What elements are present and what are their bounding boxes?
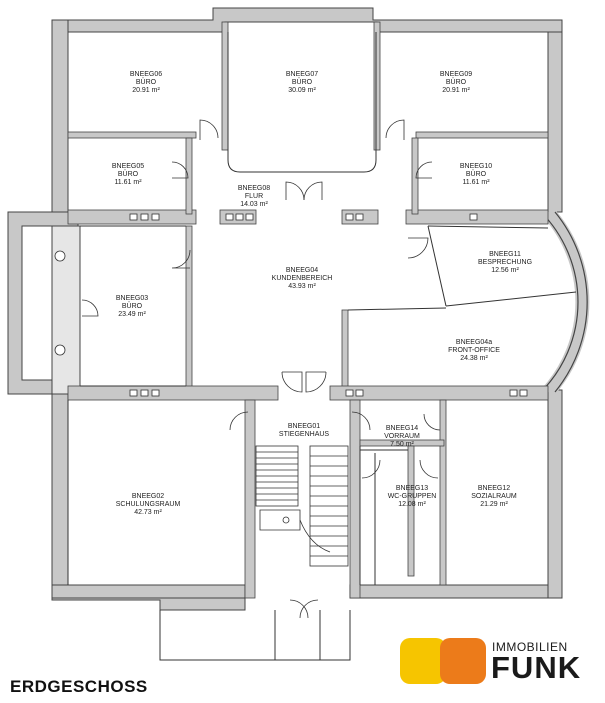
room-id: BNEEG01 [288, 423, 320, 430]
room-id: BNEEG02 [132, 493, 164, 500]
room-id: BNEEG07 [286, 71, 318, 78]
room-area: 11.61 m² [114, 179, 142, 186]
room-lines [67, 32, 577, 661]
room-area: 12.08 m² [398, 501, 426, 508]
radiator-markers [54, 213, 528, 397]
logo-orange-square [440, 638, 486, 684]
room-name: SCHULUNGSRAUM [116, 501, 181, 508]
room-id: BNEEG06 [130, 71, 162, 78]
room-id: BNEEG04a [456, 339, 492, 346]
room-area: 42.73 m² [134, 509, 162, 516]
room-area: 30.09 m² [288, 87, 316, 94]
room-area: 43.93 m² [288, 283, 316, 290]
room-name: BÜRO [136, 78, 157, 86]
room-id: BNEEG12 [478, 485, 510, 492]
room-id: BNEEG03 [116, 295, 148, 302]
room-id: BNEEG09 [440, 71, 472, 78]
plan-title: ERDGESCHOSS [10, 677, 148, 696]
room-name: BÜRO [292, 78, 313, 86]
room-name: FRONT-OFFICE [448, 347, 500, 354]
staircase [255, 445, 349, 567]
room-area: 24.38 m² [460, 355, 488, 362]
room-area: 21.29 m² [480, 501, 508, 508]
room-area: 7.50 m² [390, 441, 414, 448]
room-id: BNEEG11 [489, 251, 521, 258]
logo-yellow-square [400, 638, 446, 684]
room-area: 12.56 m² [491, 267, 519, 274]
room-name: SOZIALRAUM [471, 493, 517, 500]
immobilien-funk-logo: IMMOBILIEN FUNK [400, 636, 596, 692]
logo-line1: IMMOBILIEN [492, 640, 568, 654]
room-area: 14.03 m² [240, 201, 268, 208]
room-area: 23.49 m² [118, 311, 146, 318]
doors [81, 119, 441, 619]
room-name: BÜRO [466, 170, 487, 178]
room-name: FLUR [245, 193, 263, 200]
room-area: 11.61 m² [462, 179, 490, 186]
room-name: WC-GRUPPEN [388, 493, 437, 500]
bay-window [540, 207, 590, 397]
room-name: BÜRO [446, 78, 467, 86]
room-name: KUNDENBEREICH [272, 275, 333, 282]
room-id: BNEEG04 [286, 267, 318, 274]
room-id: BNEEG08 [238, 185, 270, 192]
room-id: BNEEG13 [396, 485, 428, 492]
room-id: BNEEG10 [460, 163, 492, 170]
logo-line2: FUNK [491, 650, 582, 685]
room-id: BNEEG14 [386, 425, 418, 432]
room-name: BÜRO [122, 302, 143, 310]
room-area: 20.91 m² [132, 87, 160, 94]
room-id: BNEEG05 [112, 163, 144, 170]
room-name: STIEGENHAUS [279, 431, 330, 438]
outer-walls [7, 7, 563, 611]
room-name: BÜRO [118, 170, 139, 178]
room-area: 20.91 m² [442, 87, 470, 94]
room-name: VORRAUM [384, 433, 420, 440]
room-name: BESPRECHUNG [478, 259, 532, 266]
